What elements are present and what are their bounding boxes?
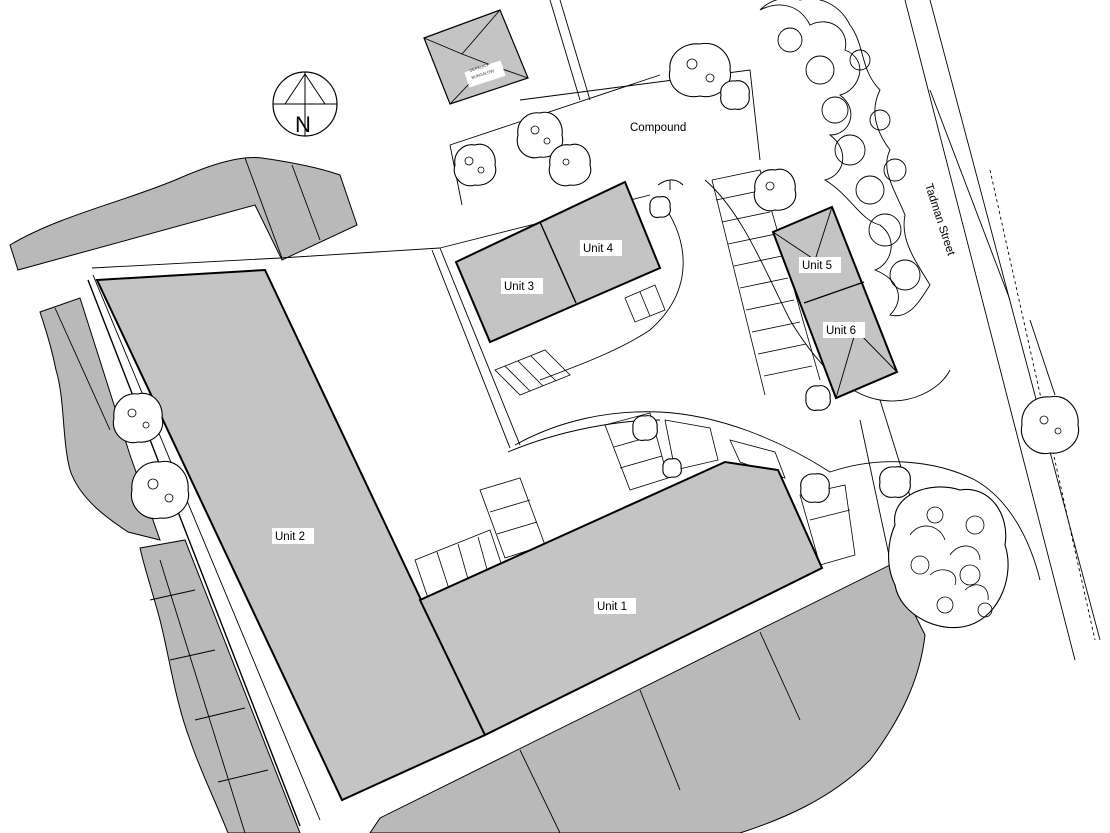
tree-icon (649, 196, 671, 218)
tree-icon (753, 168, 797, 212)
tree-icon (632, 415, 658, 441)
north-label: N (295, 112, 311, 137)
svg-text:Unit 2: Unit 2 (275, 531, 305, 543)
unit-3-label: Unit 3 (501, 278, 543, 294)
svg-text:Unit 6: Unit 6 (826, 325, 856, 337)
unit-6-label: Unit 6 (823, 322, 865, 338)
neighbouring-buildings (9, 156, 926, 833)
svg-text:Unit 4: Unit 4 (583, 243, 614, 255)
tree-icon (668, 42, 732, 98)
tree-icon (453, 143, 497, 187)
unit-2-label: Unit 2 (272, 528, 314, 544)
tree-cluster (888, 486, 1009, 629)
tree-icon (879, 466, 911, 498)
svg-text:Unit 5: Unit 5 (802, 260, 832, 272)
derelict-bungalow: DERELICT BUNGALOW (423, 9, 529, 105)
street-name-label: Tadman Street (922, 182, 957, 258)
tree-icon (800, 473, 830, 503)
compound-area: Compound (630, 122, 686, 190)
tree-icon (662, 458, 682, 478)
unit-1-label: Unit 1 (594, 598, 636, 614)
tree-icon (112, 392, 164, 444)
svg-text:Unit 1: Unit 1 (597, 601, 627, 613)
unit-5-label: Unit 5 (799, 257, 841, 273)
tree-icon (805, 385, 831, 411)
shrub-belt (759, 0, 931, 317)
bungalow-label-line1: DERELICT (469, 62, 490, 73)
tree-icon (1020, 395, 1080, 455)
unit-3-4-building (454, 180, 662, 344)
unit-5-6-building (771, 205, 899, 400)
north-arrow-icon: N (272, 71, 338, 137)
svg-text:Unit 3: Unit 3 (504, 281, 534, 293)
tree-icon (516, 111, 564, 159)
tree-icon (720, 80, 750, 110)
unit-4-label: Unit 4 (580, 240, 622, 256)
tree-icon (548, 143, 592, 187)
unit-labels: Unit 1 Unit 2 Unit 3 Unit 4 Unit 5 Unit … (272, 240, 865, 614)
trees (112, 0, 1080, 629)
compound-label: Compound (630, 122, 686, 134)
tree-icon (130, 460, 190, 520)
